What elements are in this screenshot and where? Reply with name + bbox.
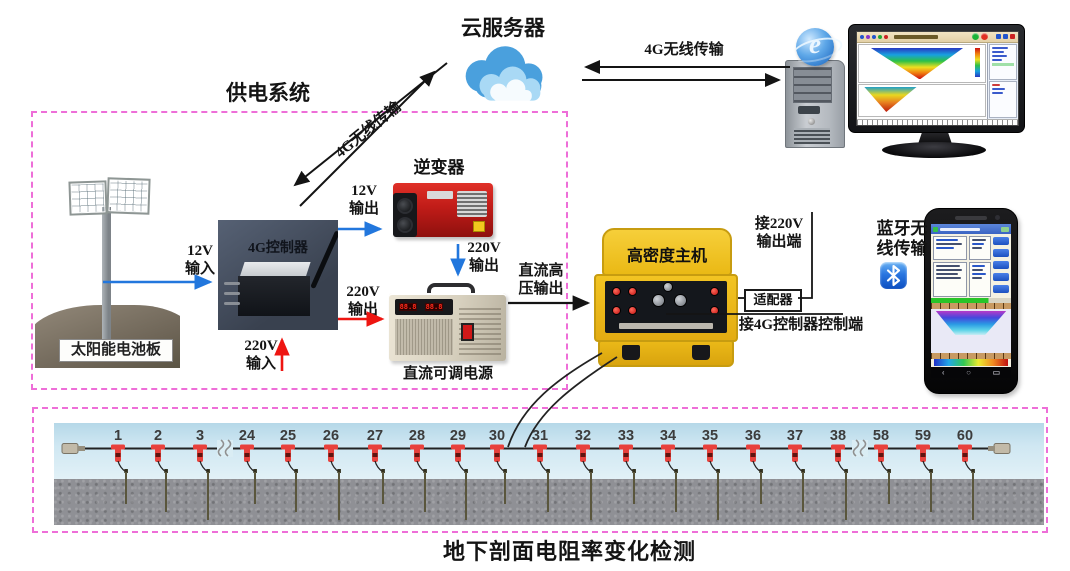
latch	[692, 345, 710, 360]
inverter-photo	[387, 177, 499, 243]
label-220v-out-controller: 220V 输出	[346, 284, 380, 318]
app-button	[993, 261, 1009, 269]
phone-screen: ‹○▭	[931, 224, 1011, 378]
label-dc-hv-out: 直流高 压输出	[518, 263, 564, 297]
app-button	[993, 237, 1009, 245]
solar-panel-caption: 太阳能电池板	[59, 339, 173, 362]
start-button-icon	[972, 33, 979, 41]
cloud-server-label: 云服务器	[461, 16, 545, 40]
drive-bays	[793, 67, 832, 103]
controller-photo: 4G控制器	[218, 220, 338, 330]
phone-camera	[995, 215, 1000, 220]
survey-caption: 地下剖面电阻率变化检测	[443, 539, 697, 564]
app-button	[993, 249, 1009, 257]
progress-strip	[931, 298, 1011, 303]
color-scale	[974, 48, 980, 78]
software-toolbar	[857, 32, 1018, 43]
resistivity-section-1	[858, 43, 986, 83]
adapter-box: 适配器	[744, 289, 802, 312]
host-label: 高密度主机	[626, 248, 707, 265]
solar-panel-right	[106, 177, 151, 215]
dc-supply-label: 直流可调电源	[402, 366, 493, 382]
controller-label: 4G控制器	[248, 241, 308, 256]
software-sidebar	[987, 42, 1018, 119]
coordinate-ruler	[931, 303, 1011, 309]
bluetooth-icon	[880, 262, 907, 289]
label-12v-out: 12V 输出	[348, 183, 379, 217]
label-12v-in: 12V 输入	[184, 243, 215, 277]
phone-speaker	[955, 216, 987, 220]
smartphone: ‹○▭	[924, 208, 1018, 394]
software-title	[894, 34, 938, 39]
dc-supply-photo: 88.8 88.8	[387, 283, 508, 364]
monitor	[848, 24, 1025, 133]
monitor-screen	[856, 31, 1019, 126]
latch	[622, 345, 640, 360]
color-scale-bar	[934, 359, 1008, 366]
app-button	[993, 273, 1009, 281]
cloud-icon	[465, 46, 543, 102]
app-title-bar	[931, 224, 1011, 234]
handle	[427, 283, 475, 299]
label-220v-in: 220V 输入	[244, 338, 278, 372]
survey-sky	[54, 423, 1044, 479]
inverter-label: 逆变器	[413, 158, 465, 177]
internet-globe-icon: e	[789, 28, 845, 67]
monitor-stand-base	[882, 142, 986, 158]
power-system-title: 供电系统	[226, 81, 310, 105]
app-measurement-panel	[931, 234, 1011, 298]
pc-tower	[785, 60, 845, 148]
wireless-top-label: 4G无线传输	[644, 42, 724, 58]
solar-panel-photo: 太阳能电池板	[35, 137, 180, 368]
host-control-panel	[605, 281, 727, 333]
resistivity-section-2	[858, 83, 986, 117]
android-nav-bar: ‹○▭	[931, 367, 1011, 378]
solar-panel-left	[68, 180, 108, 216]
bluetooth-label: 蓝牙无 线传输	[876, 219, 928, 259]
stop-button-icon	[981, 33, 988, 41]
label-220v-terminal: 接220V 输出端	[754, 216, 804, 250]
panel-pole	[102, 207, 111, 347]
label-220v-out-inverter: 220V 输出	[467, 240, 501, 274]
electrode-tick-strip	[857, 118, 1018, 125]
power-button	[808, 118, 815, 125]
label-controller-terminal: 接4G控制器控制端	[738, 317, 864, 333]
resistivity-section-plot	[931, 309, 1011, 353]
survey-ground	[54, 479, 1044, 525]
host-case: 高密度主机	[594, 228, 738, 367]
app-button	[993, 285, 1009, 293]
